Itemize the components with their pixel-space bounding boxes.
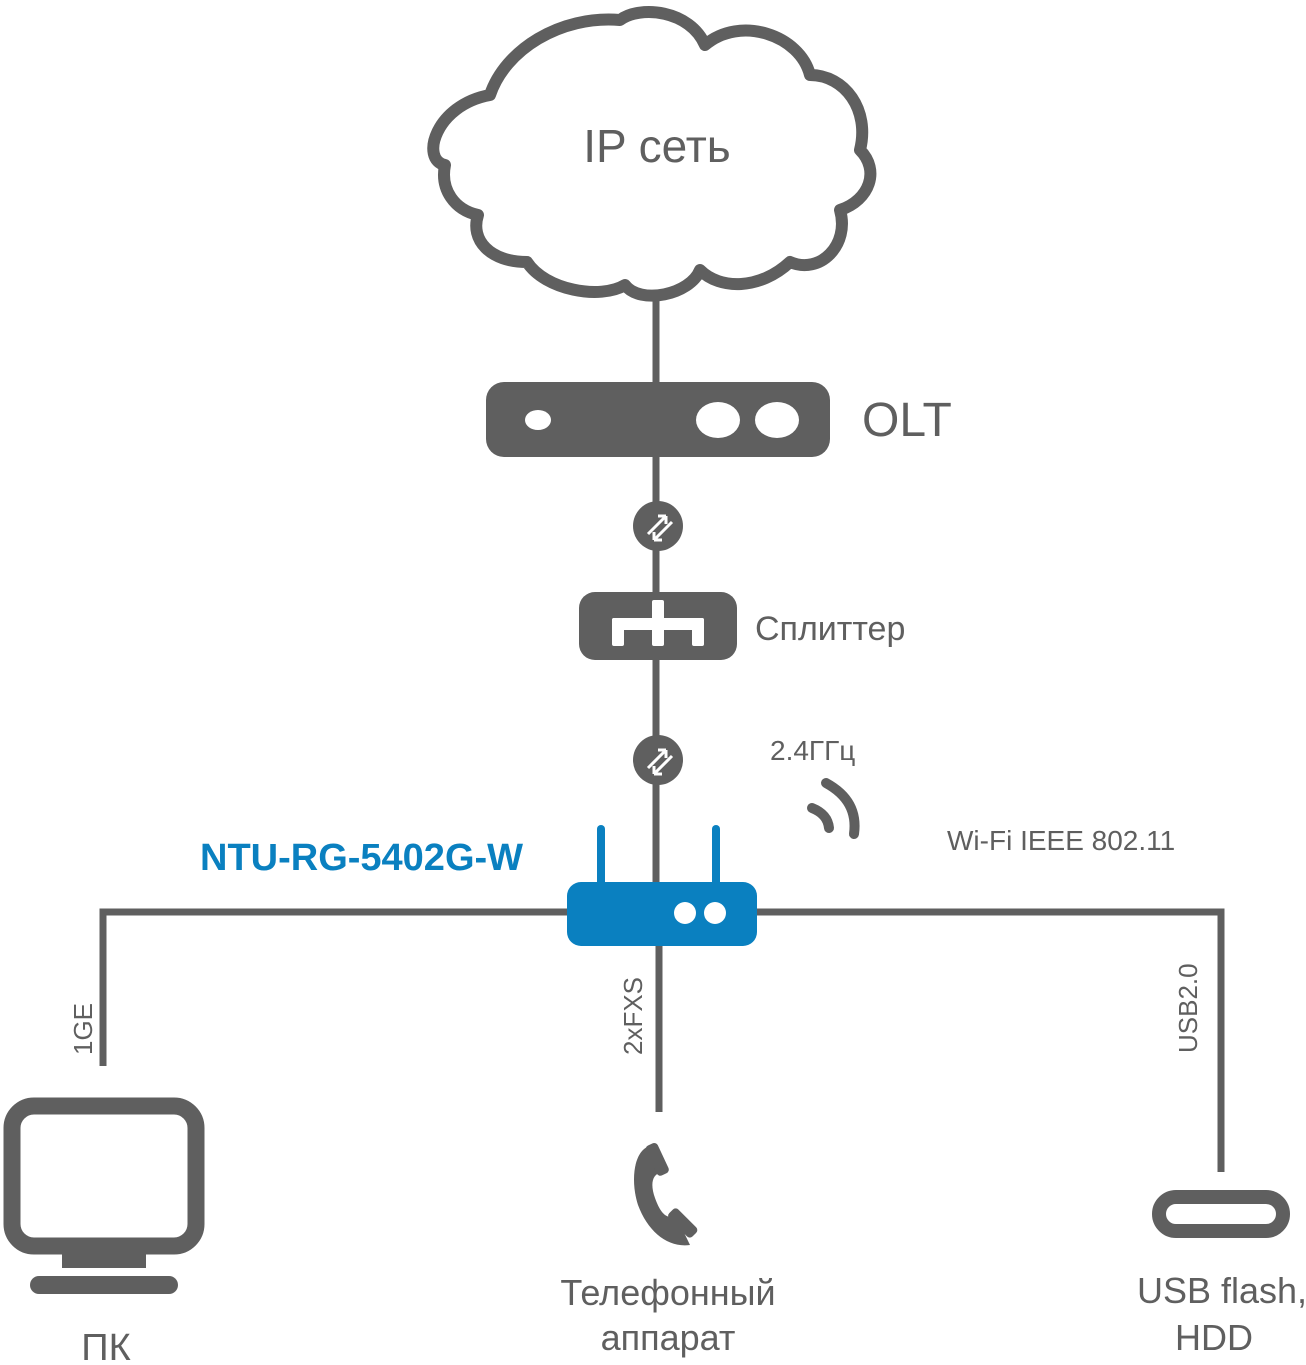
wifi-signal-icon — [807, 778, 860, 839]
line-router-usb — [750, 908, 1225, 1172]
cloud-icon — [427, 6, 877, 302]
usb-drive-icon — [1152, 1190, 1290, 1238]
pc-label: ПК — [81, 1327, 130, 1365]
usb-label-line2: HDD — [1175, 1317, 1253, 1358]
usb-label-line1: USB flash, — [1137, 1270, 1306, 1311]
cloud-label: IP сеть — [583, 120, 731, 172]
fiber-connector-icon — [633, 501, 683, 551]
phone-handset-icon — [634, 1142, 698, 1246]
link-label-usb: USB2.0 — [1173, 963, 1203, 1053]
olt-label: OLT — [862, 394, 952, 447]
phone-label-line1: Телефонный — [560, 1272, 775, 1313]
connection-lines — [99, 290, 1225, 1172]
fiber-connector-icon — [633, 735, 683, 785]
wifi-standard-label: Wi-Fi IEEE 802.11 — [947, 825, 1175, 856]
phone-label-line2: аппарат — [601, 1317, 736, 1358]
line-router-pc — [99, 908, 570, 1066]
wifi-frequency-label: 2.4ГГц — [770, 735, 855, 766]
link-label-pc: 1GE — [68, 1003, 98, 1055]
link-label-phone: 2xFXS — [618, 977, 648, 1055]
splitter-icon — [579, 592, 737, 660]
router-label: NTU-RG-5402G-W — [200, 837, 523, 879]
splitter-label: Сплиттер — [755, 610, 905, 648]
monitor-icon — [3, 1097, 205, 1294]
olt-device-icon — [486, 382, 830, 457]
router-icon — [567, 825, 757, 946]
